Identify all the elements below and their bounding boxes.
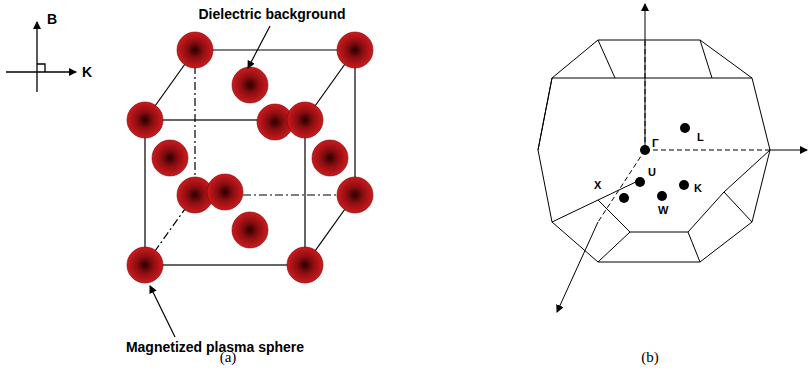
panel-label: (a) [220,350,237,365]
plasma-sphere [232,212,268,248]
point-label: L [697,132,704,143]
point-label: K [694,183,702,194]
plasma-sphere [337,32,373,68]
symmetry-points [619,123,690,203]
field-axes [6,22,76,92]
plasma-spheres [127,32,373,283]
plasma-sphere [287,247,323,283]
plasma-sphere [207,174,243,210]
hidden-edges [145,50,355,265]
axis-label: K [82,65,92,79]
leader-arrows [150,26,270,337]
plasma-sphere [152,140,188,176]
point-label: W [658,205,668,216]
callout-label: Magnetized plasma sphere [126,340,304,354]
plasma-sphere [337,177,373,213]
point-label: X [594,180,601,191]
plasma-sphere [232,67,268,103]
brillouin-zone [538,40,770,262]
cube-edges [145,50,355,265]
plasma-sphere [312,140,348,176]
plasma-sphere [127,102,163,138]
plasma-sphere [287,102,323,138]
panel-label: (b) [641,350,659,365]
plasma-sphere [177,32,213,68]
bz-internal-axes [598,40,770,222]
point-label: Γ [652,138,659,149]
plasma-sphere [127,247,163,283]
point-label: U [648,167,656,178]
bz-axes [557,4,807,312]
callout-label: Dielectric background [198,7,345,21]
axis-label: B [47,12,57,26]
